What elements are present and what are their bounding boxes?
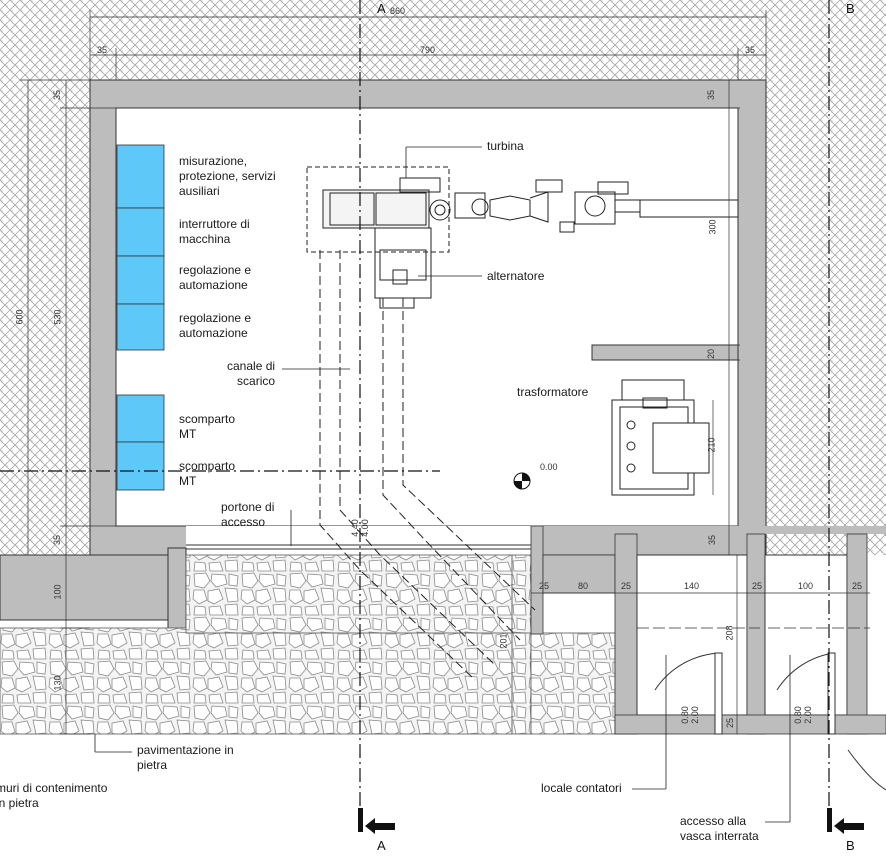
dim-channel-440: 4.40 bbox=[349, 519, 360, 537]
dim-left-100: 100 bbox=[52, 584, 63, 600]
dim-left-total: 600 bbox=[14, 309, 25, 325]
dim-total-width: 860 bbox=[390, 6, 406, 16]
turbine-machinery bbox=[306, 166, 739, 309]
dim-right-top-wall: 35 bbox=[706, 89, 717, 101]
label-interruttore: interruttore di macchina bbox=[179, 217, 250, 246]
label-pavimentazione: pavimentazione in pietra bbox=[137, 743, 234, 772]
section-b-top-label: B bbox=[846, 1, 855, 16]
dim-span-25b: 25 bbox=[621, 581, 632, 591]
dim-transformer-h: 210 bbox=[706, 437, 717, 453]
dim-span-140: 140 bbox=[684, 581, 700, 591]
dim-door1-a: 0.80 bbox=[679, 706, 690, 724]
electrical-panels bbox=[116, 144, 165, 491]
label-scomparto-2: scomparto MT bbox=[179, 459, 236, 488]
label-muri: muri di contenimento in pietra bbox=[0, 781, 108, 810]
dim-door-25: 25 bbox=[725, 717, 736, 729]
dim-channel-400: 4.00 bbox=[359, 519, 370, 537]
dim-span-100: 100 bbox=[798, 581, 814, 591]
dim-left-bottom-wall: 35 bbox=[52, 534, 63, 546]
dim-right-room: 300 bbox=[707, 219, 718, 235]
dim-door2-a: 0.80 bbox=[792, 706, 803, 724]
dim-ramp-201: 201 bbox=[498, 633, 509, 649]
transformer bbox=[611, 379, 710, 496]
label-regolazione-1: regolazione e automazione bbox=[179, 263, 252, 292]
section-a-bottom-label: A bbox=[377, 838, 386, 853]
meter-room bbox=[636, 554, 748, 716]
dim-door-208: 208 bbox=[724, 625, 735, 641]
dim-door2-b: 2.00 bbox=[802, 706, 813, 724]
partition-wall bbox=[591, 344, 739, 361]
dim-right-wall: 35 bbox=[745, 45, 756, 55]
section-a-top-label: A bbox=[377, 1, 386, 16]
label-scomparto-1: scomparto MT bbox=[179, 412, 236, 441]
section-arrow-a bbox=[358, 808, 395, 834]
section-arrow-b bbox=[827, 808, 864, 834]
label-accesso-vasca: accesso alla vasca interrata bbox=[680, 814, 759, 843]
dim-span-80: 80 bbox=[578, 581, 589, 591]
label-trasformatore: trasformatore bbox=[517, 385, 589, 399]
dim-left-top: 35 bbox=[52, 89, 63, 101]
dim-door1-b: 2.00 bbox=[689, 706, 700, 724]
dim-span-25a: 25 bbox=[539, 581, 550, 591]
section-axes bbox=[0, 0, 830, 815]
label-regolazione-2: regolazione e automazione bbox=[179, 311, 252, 340]
level-marker bbox=[513, 472, 531, 490]
dim-right-partition: 20 bbox=[706, 348, 717, 360]
label-locale-contatori: locale contatori bbox=[541, 781, 622, 795]
label-misurazione: misurazione, protezione, servizi ausilia… bbox=[179, 154, 276, 198]
dim-span-25c: 25 bbox=[752, 581, 763, 591]
dim-left-130: 130 bbox=[52, 675, 63, 691]
label-portone: portone di accesso bbox=[221, 500, 275, 529]
dimension-lines bbox=[20, 10, 870, 735]
level-value: 0.00 bbox=[540, 462, 558, 472]
label-alternatore: alternatore bbox=[487, 269, 545, 283]
dim-inner-width: 790 bbox=[420, 45, 436, 55]
label-turbina: turbina bbox=[487, 139, 524, 153]
stone-paving bbox=[0, 627, 532, 735]
leader-lines bbox=[94, 146, 791, 823]
label-canale: canale di scarico bbox=[227, 359, 276, 388]
dim-span-25d: 25 bbox=[852, 581, 863, 591]
dim-left-inner: 530 bbox=[52, 309, 63, 325]
dim-left-wall: 35 bbox=[97, 45, 108, 55]
left-retaining-wall bbox=[0, 554, 169, 621]
dim-right-bottom-wall: 35 bbox=[707, 534, 718, 546]
section-b-bottom-label: B bbox=[846, 838, 855, 853]
